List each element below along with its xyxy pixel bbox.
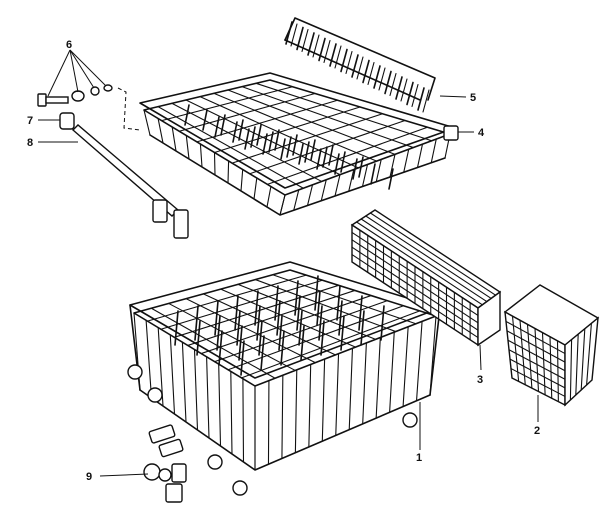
callout-5: 5 <box>470 92 476 104</box>
wheel-parts <box>143 424 187 503</box>
cup-shelf <box>284 17 436 113</box>
lower-rack <box>127 261 441 496</box>
callout-1: 1 <box>416 452 422 464</box>
callout-2: 2 <box>534 425 540 437</box>
leader-lines <box>38 49 539 477</box>
callout-7: 7 <box>27 115 33 127</box>
callout-9: 9 <box>86 471 92 483</box>
silverware-basket <box>350 209 502 347</box>
callout-labels: 1 2 3 4 5 6 7 8 9 <box>27 39 540 483</box>
hardware-parts <box>37 84 189 239</box>
upper-rack <box>139 72 459 216</box>
callout-3: 3 <box>477 374 483 386</box>
small-basket <box>503 284 600 407</box>
callout-4: 4 <box>478 127 485 139</box>
callout-6: 6 <box>66 39 72 51</box>
callout-8: 8 <box>27 137 33 149</box>
